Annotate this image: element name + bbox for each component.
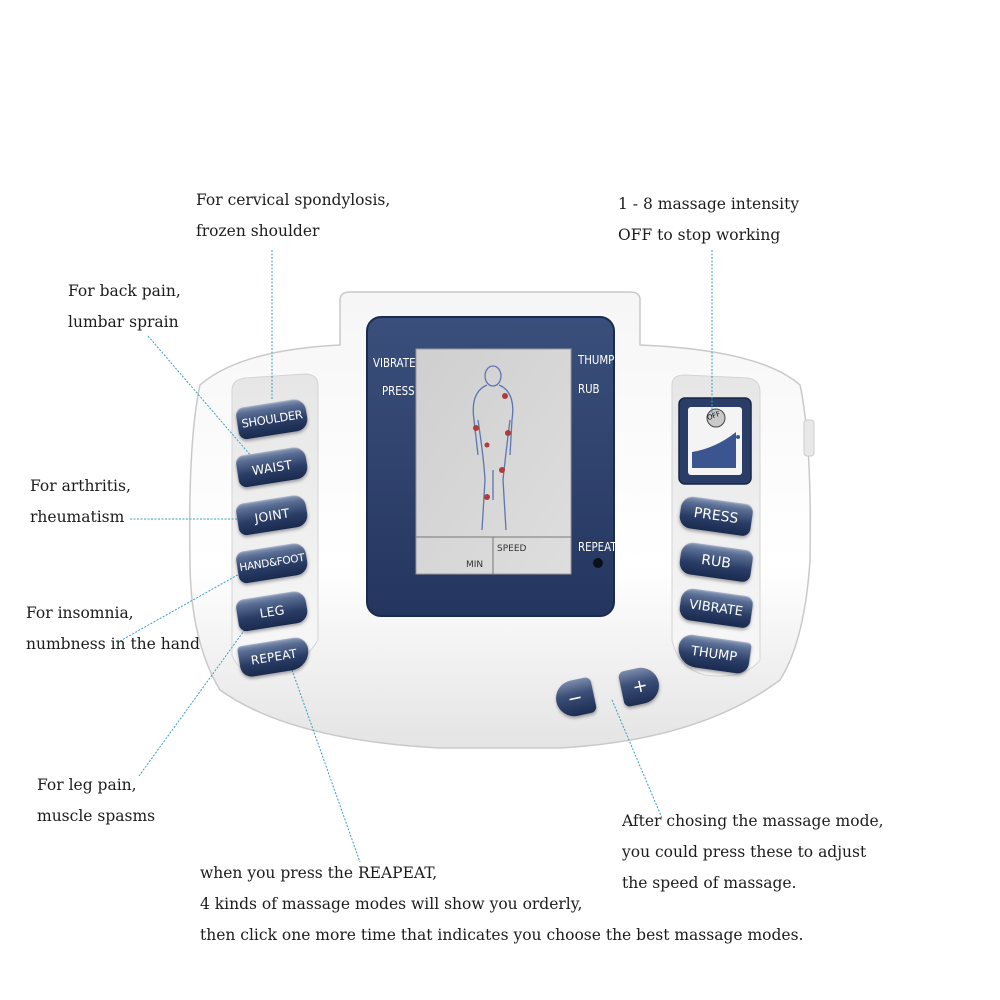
joint-button-label: JOINT bbox=[253, 504, 291, 526]
repeat-annotation: when you press the REAPEAT,4 kinds of ma… bbox=[200, 864, 804, 944]
acupoint-markers bbox=[473, 393, 511, 500]
shoulder-annotation: For cervical spondylosis,frozen shoulder bbox=[196, 191, 391, 240]
hand-foot-annotation: For insomnia,numbness in the hand bbox=[26, 604, 200, 653]
plus-icon: + bbox=[630, 674, 650, 698]
leg-annotation: For leg pain,muscle spasms bbox=[37, 776, 156, 825]
leader-lines bbox=[119, 250, 713, 863]
lcd-min-label: MIN bbox=[466, 560, 484, 570]
minus-icon: − bbox=[565, 686, 585, 710]
shoulder-button-label: SHOULDER bbox=[240, 407, 304, 431]
speed-annotation: After chosing the massage mode,you could… bbox=[622, 812, 884, 892]
lcd-press-label: PRESS bbox=[382, 384, 415, 398]
lcd-rub-label: RUB bbox=[578, 382, 600, 396]
lcd-vibrate-label: VIBRATE bbox=[373, 356, 416, 370]
repeat-indicator-dot bbox=[593, 558, 603, 568]
lcd-speed-label: SPEED bbox=[497, 544, 527, 554]
thump-button-label: THUMP bbox=[690, 643, 738, 665]
waist-annotation: For back pain,lumbar sprain bbox=[68, 282, 181, 331]
leg-button-label: LEG bbox=[258, 601, 286, 621]
waist-button-label: WAIST bbox=[250, 456, 294, 478]
hand-foot-button-label: HAND&FOOT bbox=[238, 551, 306, 575]
body-silhouette-icon bbox=[472, 365, 514, 531]
repeat-button-label: REPEAT bbox=[249, 646, 299, 668]
press-button-label: PRESS bbox=[692, 504, 740, 528]
joint-annotation: For arthritis,rheumatism bbox=[30, 477, 131, 526]
lcd-repeat-label: REPEAT bbox=[578, 540, 617, 554]
vibrate-button-label: VIBRATE bbox=[688, 596, 744, 620]
lcd-thump-label: THUMP bbox=[578, 353, 615, 367]
dial-arc-icon bbox=[692, 432, 736, 468]
rub-button-label: RUB bbox=[700, 552, 732, 572]
